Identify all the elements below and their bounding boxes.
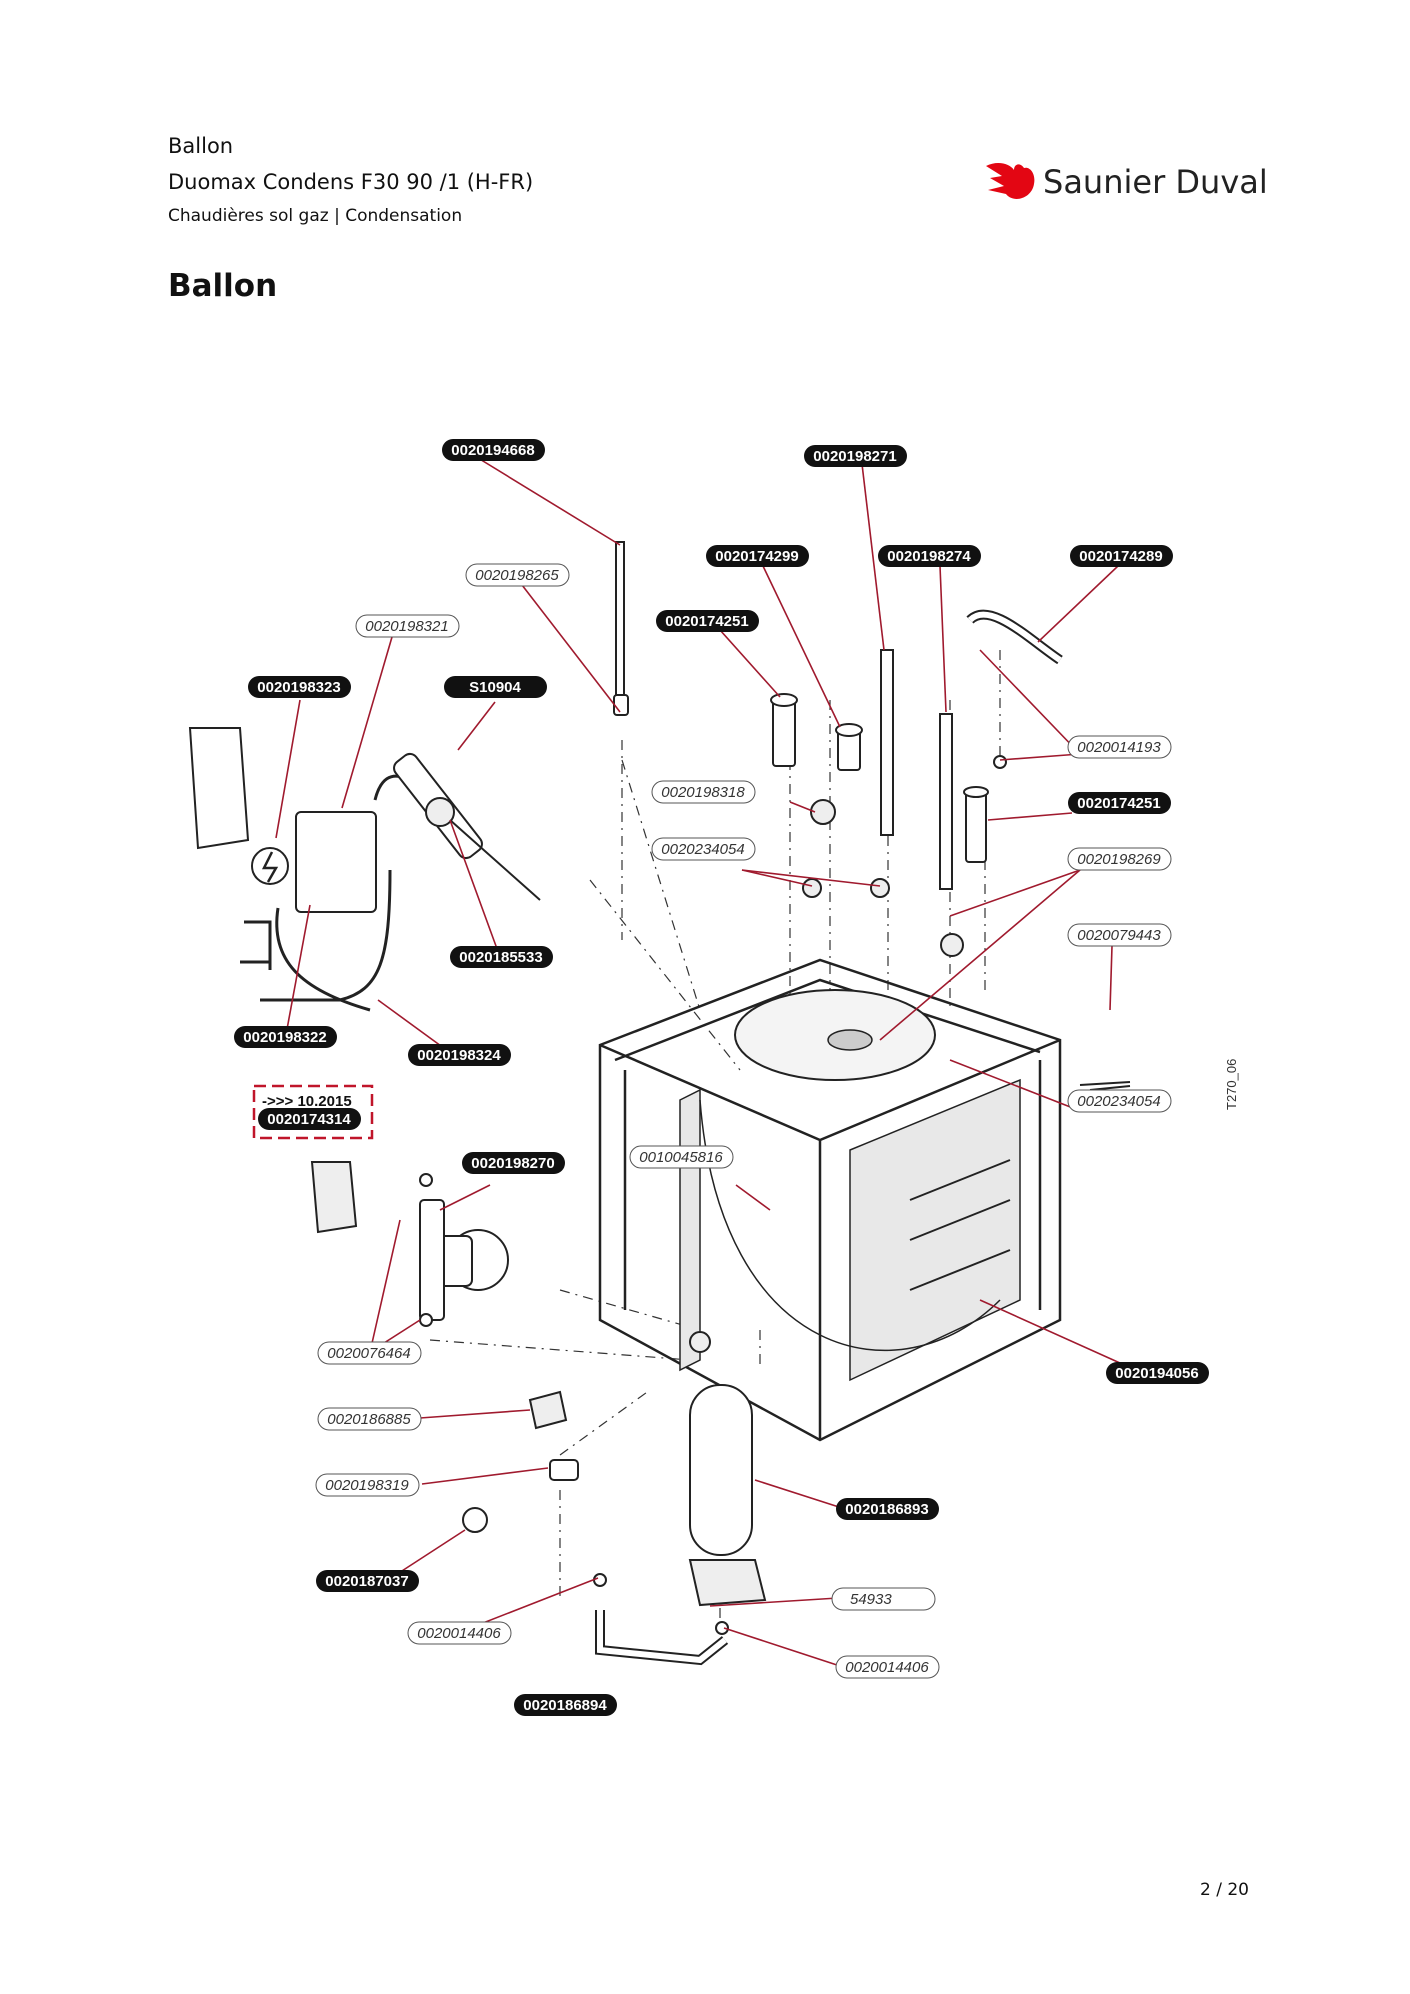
svg-text:0020174289: 0020174289: [1079, 548, 1162, 565]
svg-text:0020198324: 0020198324: [417, 1047, 501, 1064]
label-l31: 0020014406: [407, 1621, 512, 1645]
drawing-code: T270_06: [1224, 1059, 1239, 1110]
label-l18: 0020198322: [234, 1026, 337, 1048]
svg-text:0020198323: 0020198323: [257, 679, 340, 696]
svg-text:0020198265: 0020198265: [475, 567, 559, 584]
label-l16: 0020185533: [450, 946, 553, 968]
svg-text:0020194668: 0020194668: [451, 442, 534, 459]
pipes: [613, 541, 1063, 957]
svg-text:0020014406: 0020014406: [845, 1659, 929, 1676]
svg-text:0020174299: 0020174299: [715, 548, 798, 565]
label-l1: 0020194668: [442, 439, 545, 461]
label-l23: 0010045816: [629, 1145, 734, 1169]
svg-text:0020014406: 0020014406: [417, 1625, 501, 1642]
label-l21: 0020174314: [258, 1108, 361, 1130]
label-l9: 0020198323: [248, 676, 351, 698]
svg-text:0020198271: 0020198271: [813, 448, 896, 465]
label-l8: 0020198321: [355, 614, 460, 638]
svg-text:0020198321: 0020198321: [365, 618, 448, 635]
label-l13: 0020174251: [1068, 792, 1171, 814]
label-l33: 0020186894: [514, 1694, 617, 1716]
label-l17: 0020079443: [1067, 923, 1172, 947]
header-category: Chaudières sol gaz | Condensation: [168, 206, 463, 226]
label-l4: 0020198274: [878, 545, 981, 567]
svg-text:0020198274: 0020198274: [887, 548, 971, 565]
brand-name: Saunier Duval: [1043, 163, 1268, 201]
svg-text:0020194056: 0020194056: [1115, 1365, 1198, 1382]
svg-text:S10904: S10904: [469, 679, 521, 696]
label-l22: 0020198270: [462, 1152, 565, 1174]
label-l5: 0020174289: [1070, 545, 1173, 567]
svg-text:0020079443: 0020079443: [1077, 927, 1161, 944]
label-l11: 0020014193: [1067, 735, 1172, 759]
svg-text:0020234054: 0020234054: [1077, 1093, 1160, 1110]
label-l27: 0020198319: [315, 1473, 420, 1497]
bird-logo-icon: [986, 163, 1035, 199]
svg-text:0020198269: 0020198269: [1077, 851, 1161, 868]
label-l25: 0020194056: [1106, 1362, 1209, 1384]
svg-text:0020187037: 0020187037: [325, 1573, 408, 1590]
section-title: Ballon: [168, 268, 278, 304]
svg-text:0020186894: 0020186894: [523, 1697, 607, 1714]
svg-text:0020174251: 0020174251: [665, 613, 748, 630]
svg-text:0020198322: 0020198322: [243, 1029, 326, 1046]
label-l28: 0020186893: [836, 1498, 939, 1520]
svg-text:0020174314: 0020174314: [267, 1111, 351, 1128]
date-note-frame: [252, 1084, 374, 1140]
label-l20: 0020234054: [1067, 1089, 1172, 1113]
label-l19: 0020198324: [408, 1044, 511, 1066]
label-l26: 0020186885: [317, 1407, 422, 1431]
svg-text:54933: 54933: [850, 1591, 892, 1608]
svg-text:0010045816: 0010045816: [639, 1149, 723, 1166]
header-title: Ballon: [168, 134, 234, 158]
svg-text:0020076464: 0020076464: [327, 1345, 410, 1362]
label-l10: S10904: [444, 676, 547, 698]
label-l12: 0020198318: [651, 780, 756, 804]
label-l14: 0020234054: [651, 837, 756, 861]
label-l6: 0020198265: [465, 563, 570, 587]
svg-text:0020174251: 0020174251: [1077, 795, 1160, 812]
label-l3: 0020174299: [706, 545, 809, 567]
page-number: 2 / 20: [1200, 1880, 1249, 1900]
date-note: ->>> 10.2015: [262, 1093, 352, 1110]
svg-text:0020198270: 0020198270: [471, 1155, 554, 1172]
label-l29: 0020187037: [316, 1570, 419, 1592]
svg-text:0020185533: 0020185533: [459, 949, 542, 966]
svg-text:0020186893: 0020186893: [845, 1501, 928, 1518]
electronics-box: [188, 727, 541, 1012]
boiler-frame: [598, 958, 1062, 1442]
svg-text:0020198318: 0020198318: [661, 784, 745, 801]
label-l7: 0020174251: [656, 610, 759, 632]
header-model: Duomax Condens F30 90 /1 (H-FR): [168, 170, 534, 194]
label-l24: 0020076464: [317, 1341, 422, 1365]
svg-text:0020198319: 0020198319: [325, 1477, 409, 1494]
svg-text:0020234054: 0020234054: [661, 841, 744, 858]
label-l2: 0020198271: [804, 445, 907, 467]
pump-assembly: [310, 1081, 1131, 1666]
label-l15: 0020198269: [1067, 847, 1172, 871]
svg-text:0020186885: 0020186885: [327, 1411, 411, 1428]
label-l32: 0020014406: [835, 1655, 940, 1679]
label-l30: 54933: [831, 1587, 936, 1611]
svg-text:0020014193: 0020014193: [1077, 739, 1161, 756]
